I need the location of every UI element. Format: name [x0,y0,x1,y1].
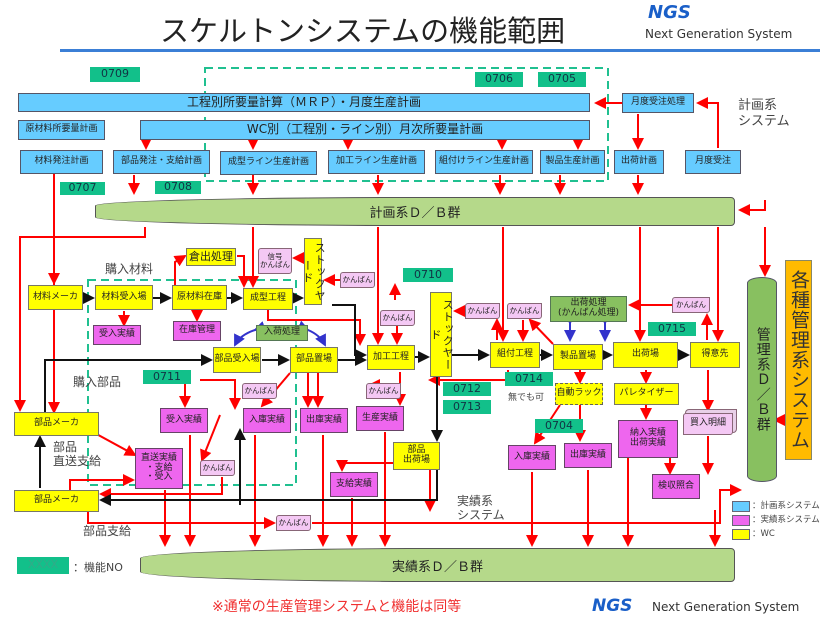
function-no-0707: 0707 [60,182,105,195]
signal-kanban: 信号 かんばん [258,248,292,274]
footer-ngs-logo: NGS [592,596,633,616]
direct-delivery-result: 直送実績 ・支給 ・受入 [135,448,183,489]
kanban: かんばん [380,310,415,326]
shipping-area: 出荷場 [613,342,678,368]
raw-material-stock: 原材料在庫 [172,285,227,310]
kanban: かんばん [465,303,500,319]
monthly-order: 月度受注 [685,150,741,174]
legend-plan: ：計画系システム [752,501,820,511]
inspection-matching: 検収照合 [652,474,700,499]
material-receiving: 材料受入場 [95,285,153,310]
palletizer: パレタイザー [614,383,679,405]
warehousing-result-1: 入庫実績 [243,408,291,433]
legend-actual: ：実績系システム [752,515,820,525]
receipt-result-2: 受入実績 [160,408,208,433]
function-no-0704: 0704 [535,419,583,433]
parts-maker-1: 部品メーカ [14,412,99,436]
function-no-0708: 0708 [155,181,201,194]
actual-db: 実績系Ｄ／Ｂ群 [140,548,735,582]
kanban: かんばん [276,515,311,531]
footer-subtitle: Next Generation System [652,600,800,614]
plan-db: 計画系Ｄ／Ｂ群 [95,197,735,226]
wc-monthly-plan: WC別（工程別・ライン別）月次所要量計画 [140,120,590,140]
stockyard-2: ストックヤード [429,292,454,377]
mrp-plan: 工程別所要量計算（ＭＲＰ）・月度生産計画 [18,93,590,112]
issue-result-2: 出庫実績 [564,443,612,468]
receipt-result-1: 受入実績 [93,325,141,345]
customer: 得意先 [690,342,740,368]
molding-process: 成型工程 [243,288,293,310]
shipping-plan: 出荷計画 [614,150,664,174]
parts-maker-2: 部品メーカ [14,490,99,512]
delivery-shipping-result: 納入実績 出荷実績 [618,420,678,458]
material-maker: 材料メーカ [28,285,83,310]
function-no-0712: 0712 [443,382,491,396]
inventory-management: 在庫管理 [173,321,221,341]
legend-swatch-plan [732,501,750,512]
legend-swatch-actual [732,515,750,526]
assembly-process: 組付工程 [490,342,540,368]
auto-rack: 自動ラック [555,383,603,405]
function-no-0715: 0715 [648,322,696,336]
issue-processing: 倉出処理 [186,248,236,266]
function-no-0706: 0706 [475,72,523,87]
function-no-0713: 0713 [443,400,491,414]
ngs-subtitle: Next Generation System [645,27,793,41]
production-result: 生産実績 [356,406,404,431]
product-storage: 製品置場 [553,344,603,370]
function-no-legend: ：機能NO [73,561,123,574]
management-systems: 各種管理系システム [785,260,812,460]
raw-material-req-plan: 原材料所要量計画 [18,120,105,140]
parts-supply-label: 部品支給 [83,524,132,538]
issue-result-1: 出庫実績 [300,408,348,433]
material-order-plan: 材料発注計画 [20,150,103,174]
function-no-legend-swatch: XXXX [17,557,69,574]
kanban: かんばん [672,297,710,313]
optional-label: 無でも可 [508,393,545,403]
arrival-processing: 入荷処理 [256,325,308,341]
kanban: かんばん [200,460,235,476]
parts-receiving: 部品受入場 [213,347,261,373]
page-title: スケルトンシステムの機能範囲 [160,14,566,48]
processing-process: 加工工程 [367,345,415,370]
stockyard-1: ストックヤード [301,238,326,305]
kanban: かんばん [366,383,401,399]
monthly-order-processing: 月度受注処理 [622,93,694,113]
purchase-statement: 買入明細 [683,413,733,435]
processing-line-plan: 加工ライン生産計画 [328,150,425,174]
supply-result: 支給実績 [330,472,378,497]
plan-system-label: 計画系 システム [738,98,790,129]
parts-order-plan: 部品発注・支給計画 [113,150,210,174]
molding-line-plan: 成型ライン生産計画 [220,151,317,175]
purchased-parts-label: 購入部品 [73,375,122,389]
function-no-0710: 0710 [403,268,453,282]
actual-system-label: 実績系 システム [457,494,505,523]
function-no-0711: 0711 [143,370,191,384]
assembly-line-plan: 組付けライン生産計画 [435,150,533,174]
legend-wc: ：WC [752,529,775,539]
legend-swatch-wc [732,529,750,540]
parts-shipping-area: 部品 出荷場 [393,442,440,470]
warehousing-result-2: 入庫実績 [508,445,556,470]
footnote: ※通常の生産管理システムと機能は同等 [212,599,462,615]
function-no-0714: 0714 [505,372,553,386]
shipping-processing: 出荷処理 (かんばん処理) [550,296,627,322]
kanban: かんばん [507,303,542,319]
parts-storage: 部品置場 [290,347,338,373]
function-no-0705: 0705 [538,72,586,87]
ngs-logo: NGS [648,2,691,23]
management-db: 管理系Ｄ／Ｂ群 [747,277,777,482]
purchased-material-label: 購入材料 [105,262,154,276]
function-no-0709: 0709 [90,67,140,82]
title-underline [60,49,820,52]
kanban: かんばん [242,383,277,399]
product-plan: 製品生産計画 [540,150,605,174]
parts-direct-supply-label: 部品 直送支給 [53,440,102,469]
kanban: かんばん [340,272,375,288]
